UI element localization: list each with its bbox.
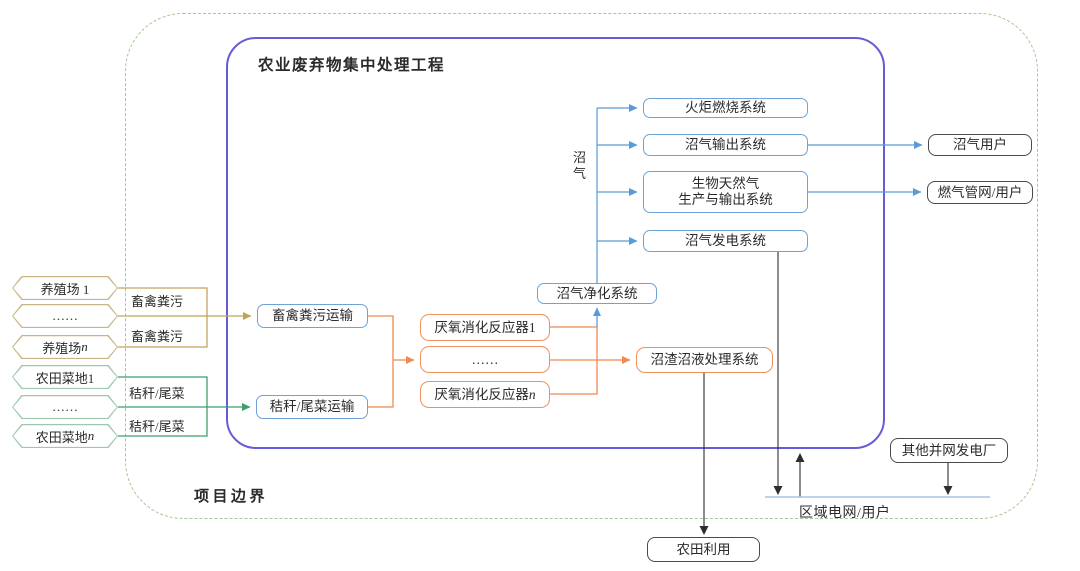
node-other-grid-plants: 其他并网发电厂 (890, 438, 1008, 463)
node-transport-straw: 秸秆/尾菜运输 (256, 395, 368, 419)
node-biogas-users: 沼气用户 (928, 134, 1032, 156)
node-flare-system: 火炬燃烧系统 (643, 98, 808, 118)
straw-label-bottom: 秸秆/尾菜 (129, 419, 185, 434)
biogas-flow-label: 沼气 (572, 150, 586, 181)
project-boundary-outline (125, 13, 1038, 519)
node-digester-ellipsis: …… (420, 346, 550, 373)
plant-title: 农业废弃物集中处理工程 (258, 57, 446, 74)
regional-grid-label: 区域电网/用户 (799, 506, 891, 521)
transport-merge-bracket (368, 315, 394, 408)
source-farm-n: 养殖场 n (12, 335, 118, 359)
node-farmland-use: 农田利用 (647, 537, 760, 562)
node-power-generation-system: 沼气发电系统 (643, 230, 808, 252)
node-digester-1: 厌氧消化反应器1 (420, 314, 550, 341)
node-purification: 沼气净化系统 (537, 283, 657, 304)
manure-label-top: 畜禽粪污 (131, 294, 184, 309)
source-field-1: 农田菜地1 (12, 365, 118, 389)
project-boundary-label: 项目边界 (194, 489, 269, 505)
node-bng-system: 生物天然气 生产与输出系统 (643, 171, 808, 213)
node-gas-grid-users: 燃气管网/用户 (927, 181, 1033, 204)
plant-boundary-outline (226, 37, 885, 449)
source-farm-ellipsis: …… (12, 304, 118, 328)
manure-collection-bracket (118, 287, 208, 348)
straw-label-top: 秸秆/尾菜 (129, 386, 185, 401)
manure-label-bottom: 畜禽粪污 (131, 329, 184, 344)
node-biogas-output-system: 沼气输出系统 (643, 134, 808, 156)
source-field-ellipsis: …… (12, 395, 118, 419)
node-residue-treatment: 沼渣沼液处理系统 (636, 347, 773, 373)
node-transport-manure: 畜禽粪污运输 (257, 304, 368, 328)
source-farm-1: 养殖场 1 (12, 276, 118, 300)
